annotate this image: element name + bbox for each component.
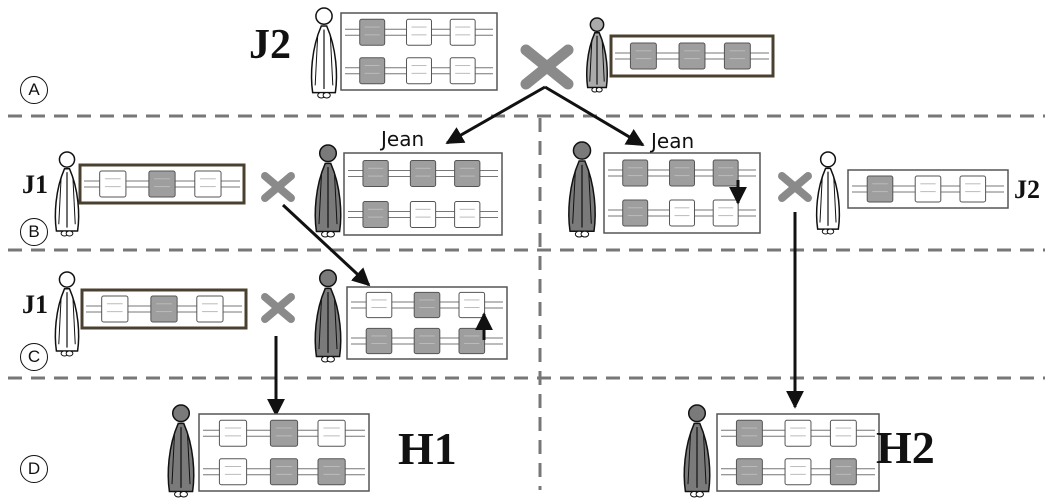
- chromosome-single-j1-b: [78, 163, 246, 205]
- row-label-c: C: [20, 343, 48, 371]
- person-h1: [167, 404, 195, 498]
- person-j1-c: [54, 271, 80, 357]
- chromosomes-layer: [78, 12, 1009, 492]
- person-j2-top: [310, 7, 338, 99]
- person-j2-b: [815, 151, 841, 235]
- row-label-b: B: [20, 218, 48, 246]
- label-jean-left: Jean: [381, 127, 425, 151]
- chromosome-pair-jean-b-left: [343, 152, 503, 236]
- person-jean-b-left: [314, 144, 342, 238]
- label-jean-right: Jean: [651, 129, 695, 153]
- cross-symbol-c: [261, 293, 295, 323]
- person-j1-b: [54, 151, 80, 237]
- figures-layer: [54, 7, 841, 498]
- chromosome-single-top-right: [609, 34, 775, 78]
- label-j1-c: J1: [22, 290, 48, 319]
- chromosome-pair-h1: [198, 413, 370, 492]
- label-h2: H2: [876, 422, 935, 473]
- dashed-separators: [8, 114, 1045, 490]
- label-h1: H1: [398, 423, 457, 474]
- chromosome-pair-j2-top: [340, 12, 498, 91]
- person-jean-b-right: [568, 141, 596, 238]
- label-j2-top: J2: [249, 22, 291, 68]
- chromosome-single-j2-b: [847, 169, 1009, 209]
- cross-symbol-a: [520, 44, 574, 90]
- person-top-right: [586, 17, 608, 93]
- person-c-mid: [314, 269, 342, 363]
- chromosome-single-j1-c: [80, 288, 248, 330]
- label-j1-b: J1: [22, 170, 48, 199]
- row-label-d: D: [20, 455, 48, 483]
- arrows: [267, 85, 804, 417]
- label-j2-b: J2: [1014, 175, 1040, 204]
- chromosome-pair-h2: [716, 413, 880, 492]
- cross-symbol-b-left: [261, 172, 295, 202]
- cross-symbol-b-right: [778, 172, 812, 202]
- row-label-a: A: [20, 76, 48, 104]
- person-h2: [683, 404, 711, 498]
